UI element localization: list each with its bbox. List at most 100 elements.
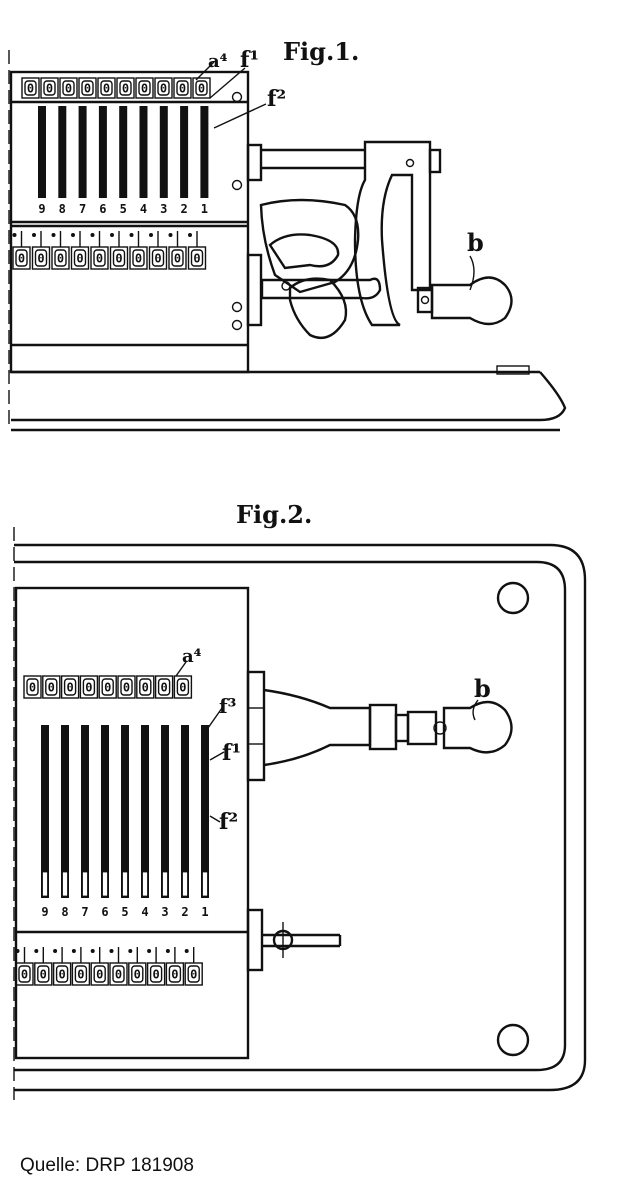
slot-number: 6: [99, 202, 106, 216]
setting-slot[interactable]: 4: [141, 725, 149, 919]
fig1-leader-b: [469, 255, 475, 291]
setting-slot[interactable]: 5: [121, 725, 129, 919]
number-wheel: 0: [109, 231, 129, 270]
number-wheel: 0: [70, 231, 90, 270]
setting-slot[interactable]: 4: [139, 106, 148, 216]
slot-number: 5: [120, 202, 127, 216]
fig1-label-f1: f¹: [240, 47, 259, 73]
wheel-digit: 0: [179, 82, 186, 96]
setting-slot[interactable]: 5: [119, 106, 128, 216]
number-wheel: 0: [71, 947, 91, 986]
setting-slot[interactable]: 1: [200, 106, 209, 216]
slot-number: 5: [121, 905, 128, 919]
wheel-digit: 0: [160, 681, 167, 695]
fig2-mount-hole: [496, 581, 530, 615]
wheel-digit: 0: [66, 681, 73, 695]
number-wheel: 0: [31, 231, 51, 270]
setting-slot[interactable]: 2: [181, 725, 189, 919]
slot-number: 2: [181, 905, 188, 919]
number-wheel: 0: [109, 947, 128, 986]
slot-number: 1: [201, 202, 208, 216]
fig2-leader-f1: [209, 751, 225, 761]
fig2-crank-mechanism: [246, 670, 513, 782]
wheel-digit: 0: [193, 252, 200, 266]
wheel-digit: 0: [179, 681, 186, 695]
setting-slot[interactable]: 6: [98, 106, 107, 216]
setting-slot[interactable]: 3: [161, 725, 169, 919]
wheel-digit: 0: [96, 968, 103, 982]
number-wheel: 0: [97, 77, 116, 99]
fig1-crank-handle: [430, 276, 513, 326]
wheel-digit: 0: [171, 968, 178, 982]
wheel-digit: 0: [152, 968, 159, 982]
fig2-label-f1: f¹: [222, 740, 241, 766]
setting-slot[interactable]: 8: [58, 106, 67, 216]
slot-number: 1: [201, 905, 208, 919]
number-wheel: 0: [40, 77, 59, 99]
setting-slot[interactable]: 7: [81, 725, 89, 919]
fig2-small-lever: [246, 908, 342, 972]
fig1-title: Fig.1.: [283, 37, 359, 66]
slot-number: 4: [140, 202, 147, 216]
number-wheel: 0: [135, 77, 154, 99]
fig1-screw: [231, 179, 243, 191]
wheel-digit: 0: [37, 252, 44, 266]
fig2-tray-outer: [14, 543, 587, 1092]
number-wheel: 0: [129, 231, 148, 270]
setting-slot[interactable]: 1: [201, 725, 209, 919]
fig1-screw: [231, 301, 243, 313]
wheel-digit: 0: [198, 82, 205, 96]
wheel-digit: 0: [103, 82, 110, 96]
fig1-leader-f1: [209, 67, 246, 99]
wheel-digit: 0: [104, 681, 111, 695]
slot-number: 4: [141, 905, 148, 919]
setting-slot[interactable]: 3: [159, 106, 168, 216]
number-wheel: 0: [15, 947, 34, 986]
wheel-digit: 0: [18, 252, 25, 266]
number-wheel: 0: [165, 947, 185, 986]
wheel-digit: 0: [122, 82, 129, 96]
fig2-label-b: b: [474, 674, 491, 703]
wheel-digit: 0: [115, 968, 122, 982]
setting-slot[interactable]: 9: [38, 106, 46, 216]
setting-slot[interactable]: 2: [180, 106, 189, 216]
slot-number: 6: [101, 905, 108, 919]
fig2-housing: [14, 586, 250, 1060]
wheel-digit: 0: [190, 968, 197, 982]
wheel-digit: 0: [58, 968, 65, 982]
slot-number: 8: [61, 905, 68, 919]
number-wheel: 0: [146, 947, 166, 986]
number-wheel: 0: [90, 231, 109, 270]
wheel-digit: 0: [142, 681, 149, 695]
number-wheel: 0: [184, 947, 203, 986]
slot-number: 9: [41, 905, 48, 919]
number-wheel: 0: [98, 675, 117, 699]
wheel-digit: 0: [29, 681, 36, 695]
number-wheel: 0: [116, 77, 135, 99]
wheel-digit: 0: [65, 82, 72, 96]
fig2-leader-a4: [175, 661, 187, 677]
setting-slot[interactable]: 6: [101, 725, 109, 919]
fig2-title: Fig.2.: [236, 500, 312, 529]
fig1-screw: [231, 91, 243, 103]
wheel-digit: 0: [21, 968, 28, 982]
number-wheel: 0: [187, 231, 207, 270]
wheel-digit: 0: [174, 252, 181, 266]
wheel-digit: 0: [141, 82, 148, 96]
fig2-mount-hole: [496, 1023, 530, 1057]
fig1-label-b: b: [467, 228, 484, 257]
number-wheel: 0: [136, 675, 155, 699]
fig2-leader-f3: [207, 707, 223, 729]
setting-slot[interactable]: 7: [78, 106, 87, 216]
number-wheel: 0: [78, 77, 97, 99]
wheel-digit: 0: [48, 681, 55, 695]
setting-slot[interactable]: 9: [41, 725, 49, 919]
wheel-digit: 0: [27, 82, 34, 96]
fig1-label-a4: a⁴: [208, 51, 228, 72]
setting-slot[interactable]: 8: [61, 725, 69, 919]
number-wheel: 0: [79, 675, 99, 699]
